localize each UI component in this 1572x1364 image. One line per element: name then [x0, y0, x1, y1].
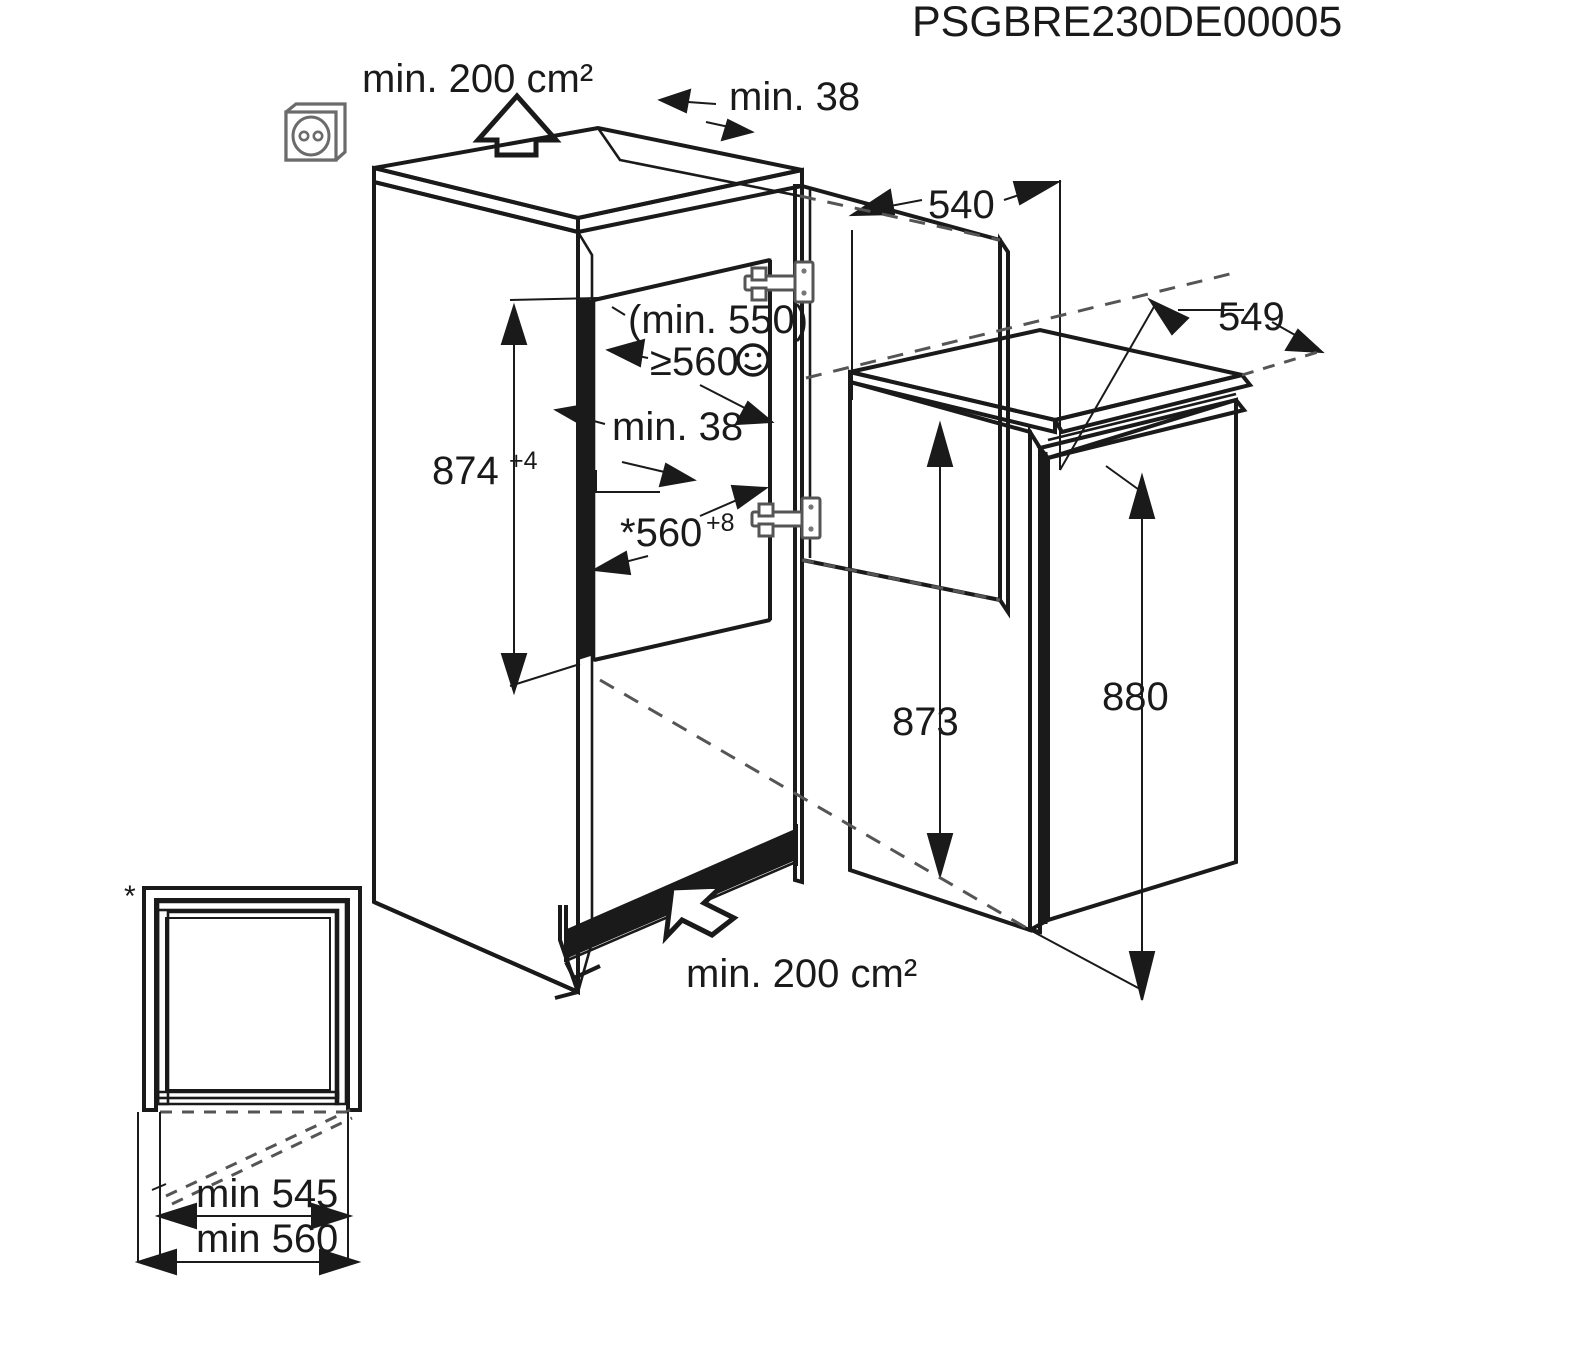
drawing-code-label: PSGBRE230DE00005	[912, 0, 1342, 46]
smiley-face-icon	[736, 343, 770, 377]
airflow-arrow-in-icon	[662, 883, 739, 945]
airflow-arrow-up-icon	[472, 92, 562, 158]
side-gap-label: min. 38	[612, 405, 743, 449]
niche-depth-pref-label: ≥560	[650, 340, 739, 384]
niche-width-label: *560	[620, 511, 702, 555]
niche-depth-recommended-group: ≥560	[605, 338, 775, 426]
refrigerator-appliance	[848, 327, 1254, 935]
kitchen-cabinet-housing	[372, 125, 804, 1000]
door-hinge-icon-lower	[750, 496, 822, 540]
power-socket-icon	[284, 102, 347, 162]
plan-view-inset: * min 545 min 560	[124, 880, 362, 1276]
appliance-total-height-dimension: 880	[1029, 465, 1169, 1001]
door-hinge-icon-upper	[743, 260, 815, 304]
side-gap-group: min. 38	[553, 402, 743, 493]
appliance-body-height-dimension: 873	[892, 420, 959, 880]
appliance-depth-label: 549	[1218, 295, 1285, 339]
niche-height-tolerance-label: +4	[509, 447, 538, 475]
cabinet-depth-label: 540	[928, 183, 995, 227]
appliance-total-height-label: 880	[1102, 675, 1169, 719]
plan-min-outer-label: min 560	[196, 1217, 338, 1261]
niche-depth-min-label: (min. 550)	[628, 298, 808, 342]
top-gap-arrows	[657, 88, 755, 142]
niche-width-dimension: *560 +8	[590, 484, 769, 576]
footnote-marker-label: *	[124, 880, 136, 913]
projection-lines	[599, 194, 1319, 932]
niche-height-label: 874	[432, 449, 499, 493]
top-ventilation-label: min. 200 cm²	[362, 57, 593, 101]
niche-width-tolerance-label: +8	[706, 509, 735, 537]
appliance-depth-dimension: 549	[1059, 295, 1325, 471]
top-gap-label: min. 38	[729, 75, 860, 119]
niche-height-dimension: 874 +4	[432, 302, 538, 696]
appliance-body-height-label: 873	[892, 700, 959, 744]
bottom-ventilation-label: min. 200 cm²	[686, 952, 917, 996]
